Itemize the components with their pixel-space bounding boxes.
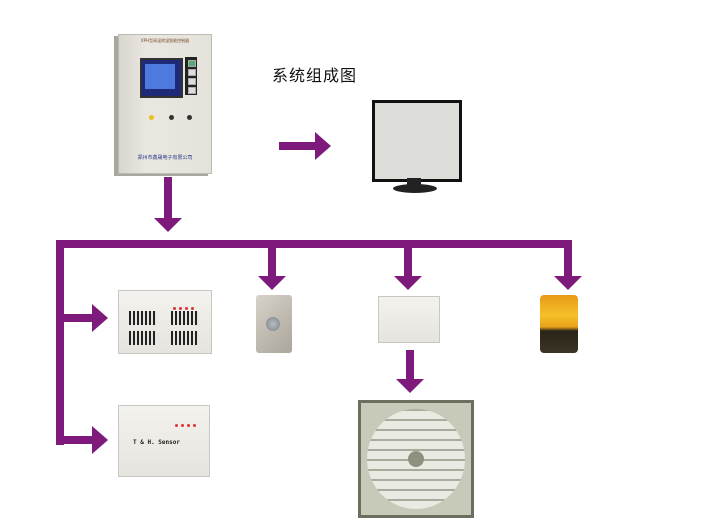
- arrow-to-monitor-head: [315, 132, 331, 160]
- diagram-title: 系统组成图: [272, 66, 358, 85]
- exhaust-fan-node: [358, 400, 474, 518]
- switch-knob-icon: [187, 115, 192, 120]
- arrow-to-exhaust-fan-shaft: [406, 350, 414, 381]
- branch: [564, 244, 572, 250]
- relay-box-node: [378, 296, 440, 343]
- arrow-to-th-sensor-shaft: [60, 436, 94, 444]
- vent-grille: [171, 311, 199, 325]
- fan-grill: [367, 409, 465, 509]
- controller-node: XPH型高温除湿智能控制器 郑州市鑫晟电子有限公司: [118, 34, 212, 174]
- arrow-to-warning-lamp-head: [554, 276, 582, 290]
- vent-grille: [129, 311, 157, 325]
- arrow-to-monitor-shaft: [279, 142, 317, 150]
- indicator-led-icon: [149, 115, 154, 120]
- monitor-stand-base: [393, 184, 437, 193]
- th-sensor-node: T & H. Sensor: [118, 405, 210, 477]
- key-icon: [188, 69, 196, 76]
- th-sensor-label: T & H. Sensor: [133, 439, 180, 446]
- status-leds: [173, 295, 197, 314]
- arrow-to-th-sensor-head: [92, 426, 108, 454]
- arrow-to-power-supply-head: [92, 304, 108, 332]
- key-icon: [188, 78, 196, 85]
- arrow-to-exhaust-fan-head: [396, 379, 424, 393]
- key-icon: [188, 87, 196, 94]
- arrow-to-relay-box-shaft: [404, 248, 412, 278]
- controller-lcd-screen: [140, 58, 183, 98]
- arrow-to-pir-sensor-head: [258, 276, 286, 290]
- branch: [268, 244, 276, 250]
- arrow-to-bus-head: [154, 218, 182, 232]
- warning-lamp-node: [540, 295, 578, 353]
- controller-keypad: [185, 57, 197, 95]
- lcd-display-area: [145, 64, 175, 89]
- controller-header-text: XPH型高温除湿智能控制器: [140, 38, 190, 43]
- sensor-lens-icon: [266, 317, 280, 331]
- switch-knob-icon: [169, 115, 174, 120]
- fan-hub-icon: [408, 451, 424, 467]
- vent-grille: [129, 331, 157, 345]
- vent-grille: [171, 331, 199, 345]
- monitor-stand-neck: [407, 178, 421, 186]
- arrow-to-warning-lamp-shaft: [564, 248, 572, 278]
- arrow-to-bus-shaft: [164, 177, 172, 220]
- power-supply-node: [118, 290, 212, 354]
- status-leds: [175, 412, 199, 431]
- arrow-to-pir-sensor-shaft: [268, 248, 276, 278]
- controller-footer-text: 郑州市鑫晟电子有限公司: [137, 155, 193, 161]
- arrow-to-relay-box-head: [394, 276, 422, 290]
- bus-line: [56, 240, 572, 248]
- bus-left-vertical: [56, 240, 64, 445]
- key-icon: [188, 60, 196, 67]
- monitor-node: [372, 100, 462, 182]
- pir-sensor-node: [256, 295, 292, 353]
- arrow-to-power-supply-shaft: [60, 314, 94, 322]
